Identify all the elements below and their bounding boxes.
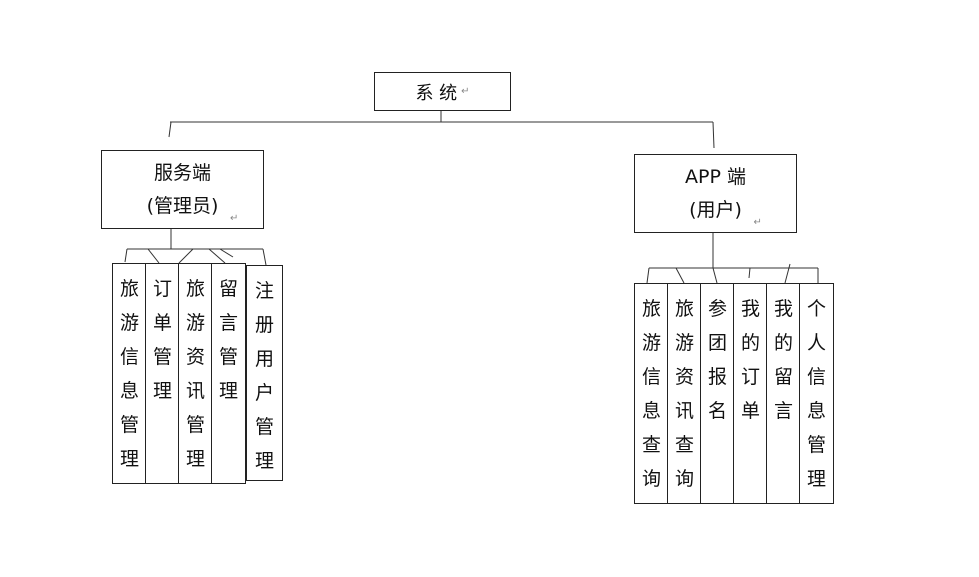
paragraph-mark-icon: ↵: [230, 212, 239, 224]
server-module-label: 旅游信息管理: [120, 278, 140, 470]
server-module-label: 订单管理: [153, 278, 173, 402]
server-module-box: 留言管理: [211, 263, 246, 484]
root-node: 系 统 ↵: [374, 72, 511, 111]
server-title: 服务端: [153, 161, 211, 184]
server-module-box: 注册用户管理: [246, 265, 283, 481]
app-subtitle-wrap: (用户) ↵: [689, 194, 762, 228]
app-module-box: 旅游资讯查询: [667, 283, 702, 504]
paragraph-mark-icon: ↵: [461, 86, 470, 97]
app-module-box: 我的留言: [766, 283, 801, 504]
server-module-box: 订单管理: [145, 263, 180, 484]
app-node: APP 端 (用户) ↵: [634, 154, 797, 233]
app-module-box: 个人信息管理: [799, 283, 834, 504]
app-module-label: 旅游信息查询: [642, 298, 662, 490]
server-module-label: 注册用户管理: [255, 280, 275, 472]
app-module-box: 旅游信息查询: [634, 283, 669, 504]
app-module-box: 参团报名: [700, 283, 735, 504]
root-label: 系 统: [415, 82, 458, 104]
server-subtitle-wrap: (管理员) ↵: [146, 190, 239, 224]
app-title: APP 端: [685, 165, 746, 188]
app-module-label: 旅游资讯查询: [675, 298, 695, 490]
app-module-label: 我的订单: [741, 298, 761, 422]
server-module-label: 留言管理: [219, 278, 239, 402]
app-module-box: 我的订单: [733, 283, 768, 504]
server-module-box: 旅游信息管理: [112, 263, 147, 484]
server-module-box: 旅游资讯管理: [178, 263, 213, 484]
server-node: 服务端 (管理员) ↵: [101, 150, 264, 229]
paragraph-mark-icon: ↵: [753, 216, 762, 228]
app-module-label: 参团报名: [708, 298, 728, 422]
app-subtitle: (用户): [689, 198, 742, 221]
server-module-label: 旅游资讯管理: [186, 278, 206, 470]
app-module-label: 我的留言: [774, 298, 794, 422]
server-subtitle: (管理员): [146, 194, 219, 217]
app-module-label: 个人信息管理: [807, 298, 827, 490]
